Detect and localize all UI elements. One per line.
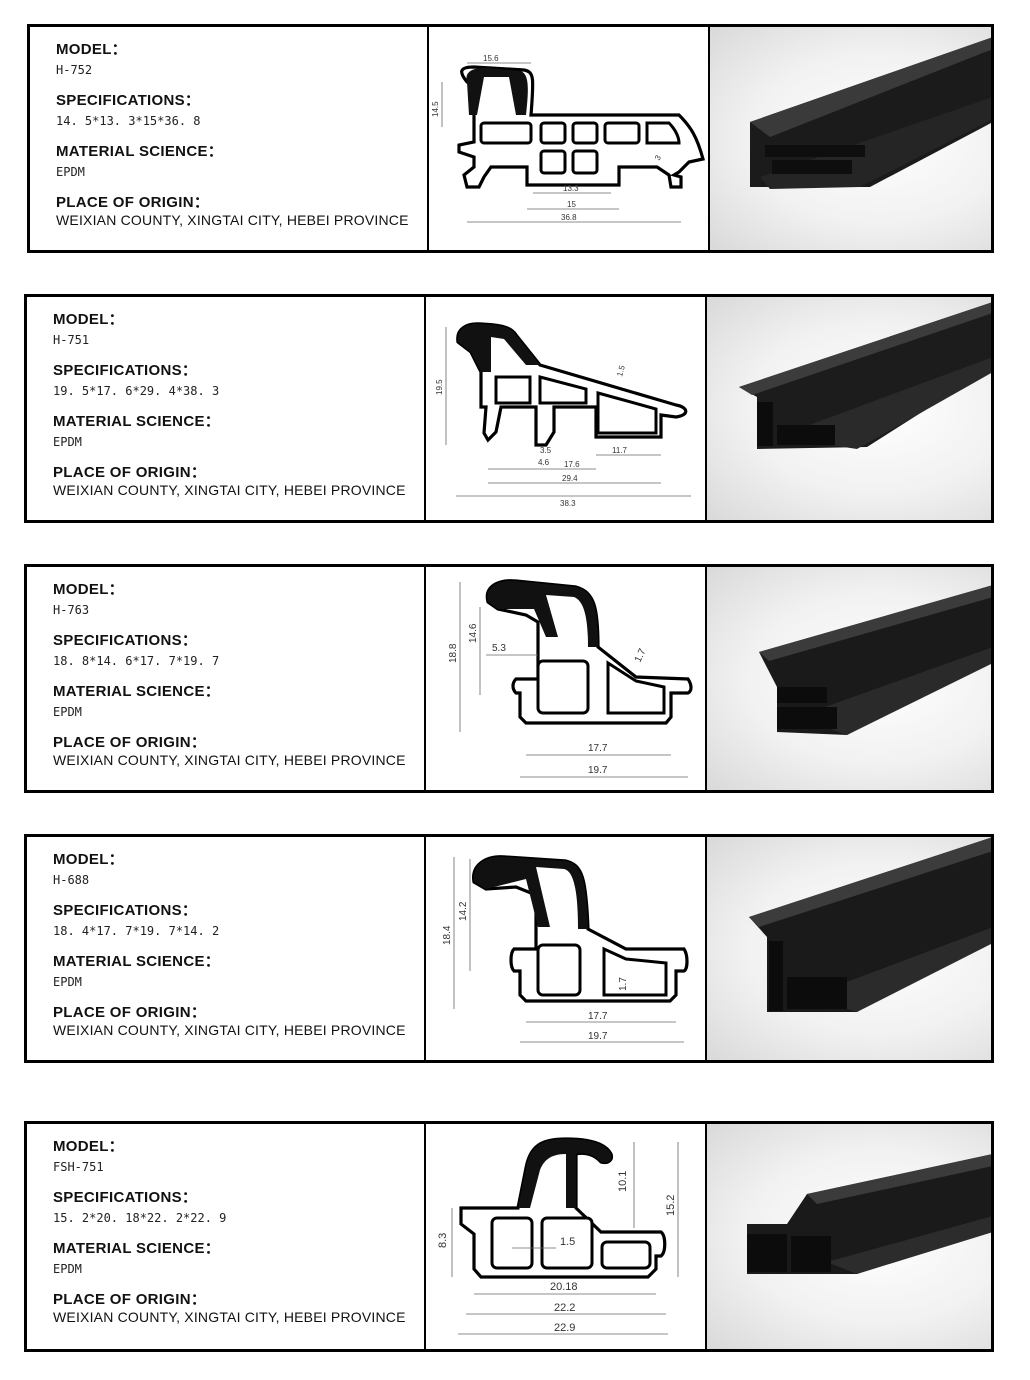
origin-label: PLACE OF ORIGIN： [53, 1291, 207, 1308]
origin-label: PLACE OF ORIGIN： [53, 464, 207, 481]
dim-offset: 5.3 [492, 643, 506, 654]
origin-value: WEIXIAN COUNTY, XINGTAI CITY, HEBEI PROV… [53, 752, 406, 768]
profile-render-image [707, 1124, 991, 1349]
dim-width-top: 15.6 [483, 54, 499, 63]
origin-value: WEIXIAN COUNTY, XINGTAI CITY, HEBEI PROV… [53, 1309, 406, 1325]
model-label: MODEL： [53, 581, 124, 598]
specifications-label: SPECIFICATIONS： [53, 362, 198, 379]
product-card-fsh751: MODEL： FSH-751 SPECIFICATIONS： 15. 2*20.… [24, 1121, 994, 1352]
dim-height: 14.5 [431, 101, 440, 117]
product-info: MODEL： H-751 SPECIFICATIONS： 19. 5*17. 6… [27, 297, 426, 520]
profile-drawing-svg: 15.6 14.5 13.3 15 36.8 3 [431, 54, 705, 223]
origin-value: WEIXIAN COUNTY, XINGTAI CITY, HEBEI PROV… [56, 212, 409, 228]
profile-drawing: 15.6 14.5 13.3 15 36.8 3 [429, 27, 710, 250]
dim-inner-height: 14.6 [468, 623, 479, 643]
model-value: H-688 [53, 873, 90, 887]
material-value: EPDM [56, 165, 85, 179]
specifications-value: 18. 8*14. 6*17. 7*19. 7 [53, 654, 220, 668]
product-info: MODEL： FSH-751 SPECIFICATIONS： 15. 2*20.… [27, 1124, 426, 1349]
specifications-label: SPECIFICATIONS： [53, 632, 198, 649]
specifications-label: SPECIFICATIONS： [56, 92, 201, 109]
material-value: EPDM [53, 975, 82, 989]
profile-render-image [707, 837, 991, 1060]
dim-total: 19.7 [588, 1031, 608, 1042]
model-label: MODEL： [53, 1138, 124, 1155]
profile-drawing: 10.1 15.2 8.3 1.5 20.18 22.2 22.9 [426, 1124, 707, 1349]
model-label: MODEL： [53, 851, 124, 868]
dim-inner: 17.7 [588, 1011, 608, 1022]
dim-height: 15.2 [665, 1195, 677, 1216]
dim-base-height: 8.3 [437, 1233, 449, 1248]
model-label: MODEL： [56, 41, 127, 58]
dim-inner-height: 14.2 [458, 901, 469, 921]
dim-inner: 17.7 [588, 743, 608, 754]
material-label: MATERIAL SCIENCE： [53, 413, 221, 430]
dim-wall: 1.7 [618, 977, 629, 991]
profile-render-image [710, 27, 991, 250]
specifications-value: 15. 2*20. 18*22. 2*22. 9 [53, 1211, 227, 1225]
dim-height: 18.4 [442, 925, 453, 945]
dim-total: 36.8 [561, 213, 577, 222]
specifications-label: SPECIFICATIONS： [53, 1189, 198, 1206]
specifications-label: SPECIFICATIONS： [53, 902, 198, 919]
dim-right: 11.7 [612, 446, 628, 455]
product-card-h752: MODEL： H-752 SPECIFICATIONS： 14. 5*13. 3… [27, 24, 994, 253]
product-card-h688: MODEL： H-688 SPECIFICATIONS： 18. 4*17. 7… [24, 834, 994, 1063]
model-label: MODEL： [53, 311, 124, 328]
material-label: MATERIAL SCIENCE： [56, 143, 224, 160]
dim-height: 19.5 [435, 379, 444, 395]
dim-mid: 22.2 [554, 1302, 575, 1314]
dim-mid: 29.4 [562, 474, 578, 483]
model-value: H-752 [56, 63, 93, 77]
model-value: H-751 [53, 333, 90, 347]
profile-render-image [707, 567, 991, 790]
dim-inner: 17.6 [564, 460, 580, 469]
material-value: EPDM [53, 435, 82, 449]
dim-wall: 1.5 [615, 364, 627, 378]
product-info: MODEL： H-763 SPECIFICATIONS： 18. 8*14. 6… [27, 567, 426, 790]
origin-value: WEIXIAN COUNTY, XINGTAI CITY, HEBEI PROV… [53, 482, 406, 498]
material-value: EPDM [53, 1262, 82, 1276]
model-value: H-763 [53, 603, 90, 617]
model-value: FSH-751 [53, 1160, 104, 1174]
dim-wall: 1.5 [560, 1236, 575, 1248]
product-info: MODEL： H-688 SPECIFICATIONS： 18. 4*17. 7… [27, 837, 426, 1060]
profile-drawing: 19.5 1.5 3.5 4.6 17.6 11.7 29.4 38.3 [426, 297, 707, 520]
product-info: MODEL： H-752 SPECIFICATIONS： 14. 5*13. 3… [30, 27, 429, 250]
origin-label: PLACE OF ORIGIN： [56, 194, 210, 211]
dim-inner: 13.3 [563, 184, 579, 193]
origin-value: WEIXIAN COUNTY, XINGTAI CITY, HEBEI PROV… [53, 1022, 406, 1038]
material-value: EPDM [53, 705, 82, 719]
dim-total: 22.9 [554, 1322, 575, 1334]
dim-height: 18.8 [448, 643, 459, 663]
dim-inner: 20.18 [550, 1281, 578, 1293]
material-label: MATERIAL SCIENCE： [53, 953, 221, 970]
specifications-value: 19. 5*17. 6*29. 4*38. 3 [53, 384, 220, 398]
dim-wall: 1.7 [633, 647, 649, 665]
origin-label: PLACE OF ORIGIN： [53, 1004, 207, 1021]
dim-slot: 3.5 [540, 446, 552, 455]
material-label: MATERIAL SCIENCE： [53, 683, 221, 700]
dim-wall: 3 [653, 153, 663, 162]
profile-render-image [707, 297, 991, 520]
dim-mid: 15 [567, 200, 576, 209]
specifications-value: 18. 4*17. 7*19. 7*14. 2 [53, 924, 220, 938]
dim-total: 38.3 [560, 499, 576, 508]
origin-label: PLACE OF ORIGIN： [53, 734, 207, 751]
material-label: MATERIAL SCIENCE： [53, 1240, 221, 1257]
profile-drawing: 18.4 14.2 1.7 17.7 19.7 [426, 837, 707, 1060]
product-card-h751: MODEL： H-751 SPECIFICATIONS： 19. 5*17. 6… [24, 294, 994, 523]
specifications-value: 14. 5*13. 3*15*36. 8 [56, 114, 201, 128]
dim-total: 19.7 [588, 765, 608, 776]
product-card-h763: MODEL： H-763 SPECIFICATIONS： 18. 8*14. 6… [24, 564, 994, 793]
dim-lip-height: 10.1 [617, 1171, 629, 1192]
dim-slot-outer: 4.6 [538, 458, 550, 467]
profile-drawing: 18.8 14.6 5.3 1.7 17.7 19.7 [426, 567, 707, 790]
